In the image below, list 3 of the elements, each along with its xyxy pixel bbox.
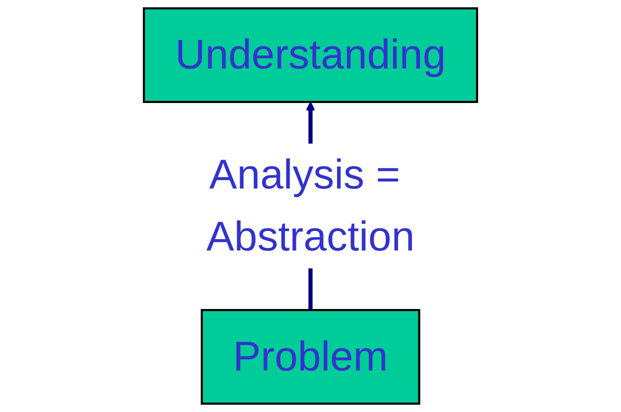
node-box: Understanding xyxy=(142,7,478,103)
node-box: Problem xyxy=(200,309,420,405)
edge-label: Analysis = Abstraction xyxy=(206,152,415,260)
